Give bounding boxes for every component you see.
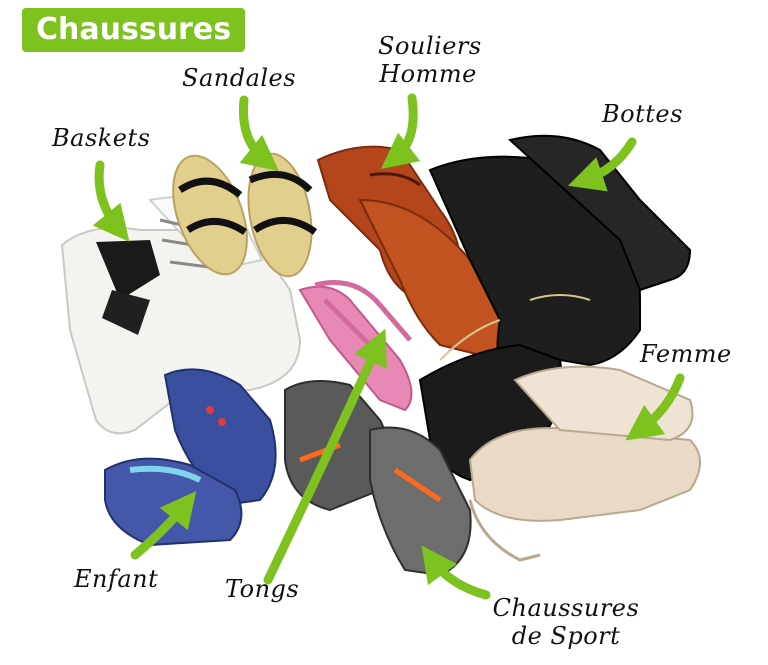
chaussures-de-sport [284, 380, 472, 577]
label-bottes: Bottes [602, 100, 683, 128]
label-chaussures-de-sport: Chaussures de Sport [478, 594, 654, 650]
label-souliers-line1: Souliers [378, 32, 482, 60]
label-baskets: Baskets [52, 124, 151, 152]
page-title: Chaussures [22, 8, 246, 52]
femme-heels [468, 365, 701, 562]
label-souliers-homme: Souliers Homme [378, 32, 482, 88]
label-enfant: Enfant [74, 565, 159, 593]
arrow-femme [625, 373, 685, 441]
arrow-bottes [567, 137, 637, 192]
label-sport-line2: de Sport [511, 622, 621, 650]
label-sport-line1: Chaussures [492, 594, 640, 622]
arrow-tongs [263, 328, 387, 585]
arrow-sandales [238, 95, 280, 172]
arrow-sport [421, 545, 491, 600]
arrow-souliers [380, 93, 421, 170]
arrow-enfant [130, 490, 197, 560]
arrow-baskets [92, 160, 130, 242]
sandales [172, 152, 318, 278]
label-souliers-line2: Homme [379, 60, 477, 88]
label-tongs: Tongs [225, 575, 300, 603]
label-femme: Femme [640, 340, 732, 368]
label-sandales: Sandales [182, 64, 297, 92]
